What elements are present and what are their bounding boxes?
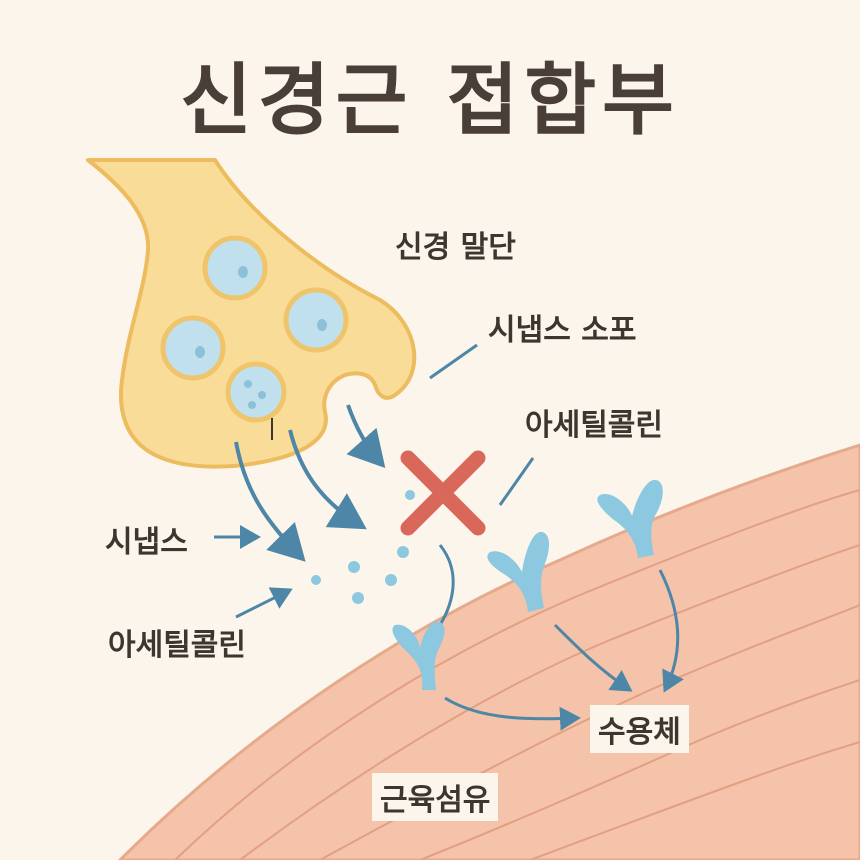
receptor <box>392 621 445 690</box>
binding-arrow <box>438 544 455 626</box>
acetylcholine-label-left: 아세틸콜린 <box>108 628 246 663</box>
synaptic-vesicle <box>283 287 349 353</box>
release-arrow <box>288 429 367 530</box>
synaptic-vesicle <box>160 315 226 381</box>
receptor <box>487 531 549 612</box>
release-arrow <box>234 441 306 562</box>
page-title: 신경근 접합부 <box>180 56 680 146</box>
acetylcholine-molecules <box>311 490 415 604</box>
receptor-arrow <box>553 623 633 692</box>
synaptic-vesicle <box>225 361 287 423</box>
receptor <box>597 479 663 558</box>
muscle-fiber-label: 근육섬유 <box>372 773 499 821</box>
nerve-terminal <box>86 158 417 469</box>
receptor-arrow <box>658 569 684 693</box>
vesicle-pointer-line <box>429 343 478 380</box>
receptor-label: 수용체 <box>590 705 689 753</box>
receptor-arrow <box>444 696 581 731</box>
release-arrow <box>346 404 386 469</box>
synapse-label: 시냅스 <box>105 525 188 560</box>
synaptic-vesicle <box>202 235 268 301</box>
nerve-terminal-label: 신경 말단 <box>395 230 516 265</box>
x-cross-icon <box>400 450 486 536</box>
acetylcholine-label-right: 아세틸콜린 <box>525 408 663 443</box>
acetylcholine-pointer-line <box>498 457 535 506</box>
synaptic-vesicle-label: 시냅스 소포 <box>488 313 637 348</box>
acetylcholine-pointer-arrow <box>235 587 293 619</box>
